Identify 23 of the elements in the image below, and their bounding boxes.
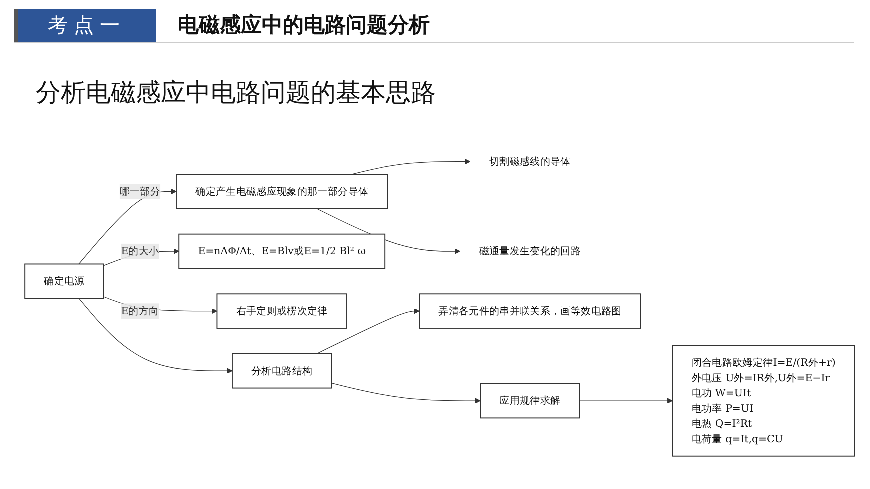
node-text: 切割磁感线的导体 <box>489 155 571 168</box>
title: 电磁感应中的电路问题分析 <box>178 12 430 39</box>
node-box: 弄清各元件的串并联关系，画等效电路图 <box>419 294 642 329</box>
edge-label: E的大小 <box>121 245 160 258</box>
arrow <box>580 398 673 404</box>
arrow <box>78 298 233 374</box>
section-tag: 考点一 <box>14 8 156 42</box>
node-box: 右手定则或楞次定律 <box>216 294 348 329</box>
node-box: 应用规律求解 <box>480 383 580 419</box>
node-box: 分析电路结构 <box>232 353 332 389</box>
node-box: 确定产生电磁感应现象的那一部分导体 <box>176 174 388 210</box>
arrow <box>316 208 460 254</box>
arrow <box>352 159 471 175</box>
node-box: 确定电源 <box>24 264 104 300</box>
subtitle: 分析电磁感应中电路问题的基本思路 <box>36 77 436 109</box>
arrow <box>316 308 420 354</box>
edge-label: 哪一部分 <box>120 185 161 198</box>
node-box: 闭合电路欧姆定律I=E/(R外+r) 外电压 U外=IR外,U外=E−Ir 电功 W=UIt 电功率 P=UI 电热 Q=I²Rt 电荷量 q=It,q=CU <box>672 345 856 457</box>
arrow <box>78 188 177 265</box>
arrow <box>331 383 481 404</box>
edge-label: E的方向 <box>121 304 160 318</box>
node-box: E=nΔΦ/Δt、E=Blv或E=1/2 Bl² ω <box>178 234 386 270</box>
node-text: 磁通量发生变化的回路 <box>479 245 582 258</box>
